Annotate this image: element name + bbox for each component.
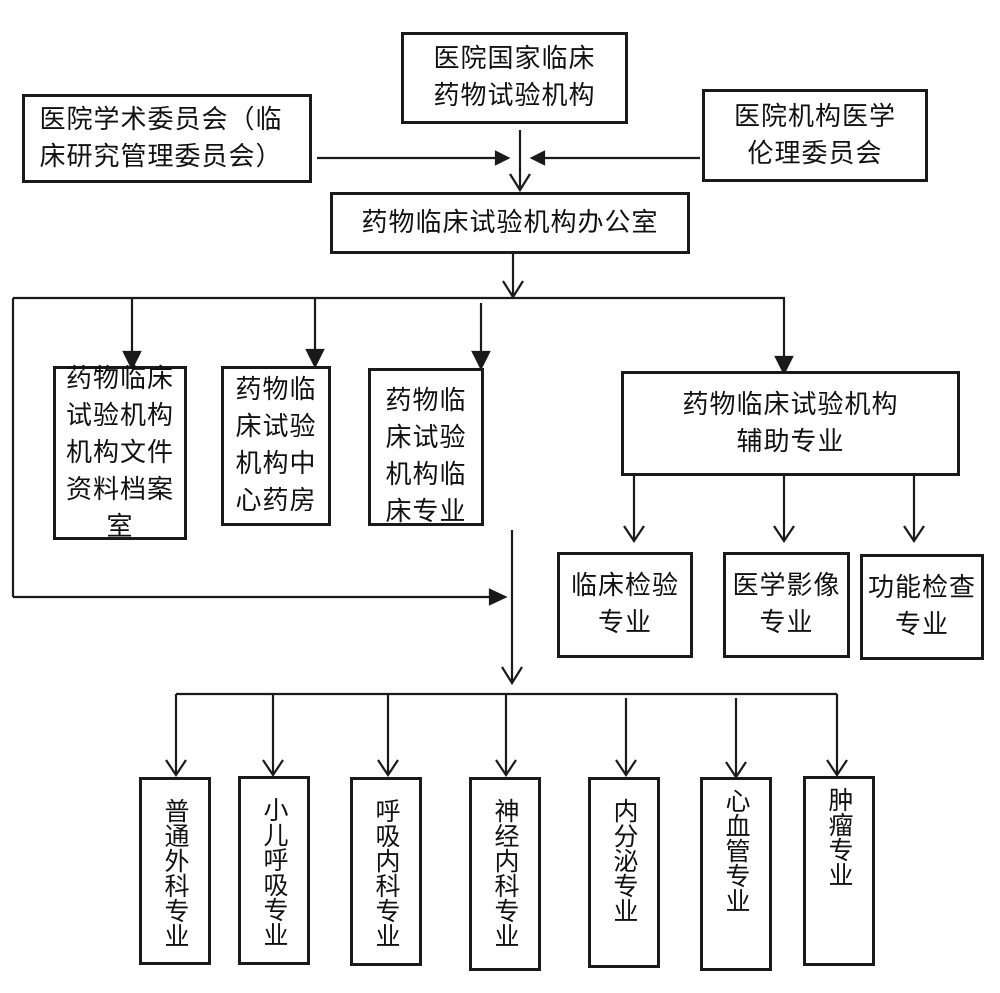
auxiliary-label-lab: 临床检验专业 (570, 571, 679, 638)
arrowhead-archive (122, 350, 142, 371)
specialty-label-neurology: 神经内科专业 (491, 798, 520, 948)
office-label: 药物临床试验机构办公室 (361, 207, 659, 238)
auxiliary-box-lab: 临床检验专业 (557, 552, 693, 658)
arrowhead-pharmacy (305, 348, 325, 369)
department-label-clinical: 药物临床试验机构临床专业 (385, 386, 467, 527)
arrowhead-respiratory (377, 759, 399, 777)
arrowhead-surgery (165, 759, 187, 777)
arrowhead-auxiliary (774, 355, 794, 376)
arrowhead-lab (623, 525, 645, 543)
arrowhead-endocrine (615, 759, 637, 777)
arrowhead-academic (494, 150, 511, 166)
department-label-auxiliary: 药物临床试验机构辅助专业 (682, 389, 899, 457)
specialty-label-surgery: 普通外科专业 (161, 798, 190, 948)
academic-committee-box: 医院学术委员会（临床研究管理委员会） (22, 94, 312, 183)
arrowhead-clinical (471, 350, 491, 371)
arrowhead-function (903, 525, 925, 543)
arrowhead-clinical-bus (501, 666, 523, 686)
arrowhead-neurology (495, 759, 517, 777)
arrowhead-national-office (509, 173, 531, 193)
arrowhead-imaging (773, 525, 795, 543)
auxiliary-label-function: 功能检查专业 (867, 573, 976, 640)
department-label-pharmacy: 药物临床试验机构中心药房 (235, 375, 317, 516)
department-box-auxiliary: 药物临床试验机构辅助专业 (621, 371, 960, 476)
specialty-label-cardio: 心血管专业 (722, 788, 751, 913)
arrowhead-oncology (826, 759, 848, 777)
arrowhead-ethics (529, 150, 546, 166)
specialty-box-endocrine: 内分泌专业 (588, 777, 660, 968)
specialty-box-surgery: 普通外科专业 (139, 777, 211, 965)
ethics-committee-box: 医院机构医学伦理委员会 (702, 89, 928, 182)
academic-committee-label: 医院学术委员会（临床研究管理委员会） (39, 104, 283, 172)
specialty-box-pediatric-resp: 小儿呼吸专业 (238, 776, 310, 965)
specialty-label-endocrine: 内分泌专业 (610, 798, 639, 923)
specialty-label-respiratory: 呼吸内科专业 (372, 798, 401, 948)
auxiliary-box-function: 功能检查专业 (860, 554, 984, 660)
specialty-label-oncology: 肿瘤专业 (825, 787, 854, 887)
national-institution-label: 医院国家临床药物试验机构 (433, 44, 596, 111)
specialty-box-oncology: 肿瘤专业 (803, 776, 875, 966)
specialty-label-pediatric-resp: 小儿呼吸专业 (260, 797, 289, 947)
national-institution-box: 医院国家临床药物试验机构 (401, 32, 628, 124)
auxiliary-label-imaging: 医学影像专业 (732, 571, 841, 638)
department-box-clinical: 药物临床试验机构临床专业 (368, 368, 484, 527)
specialty-box-neurology: 神经内科专业 (469, 777, 541, 971)
department-box-pharmacy: 药物临床试验机构中心药房 (221, 366, 331, 526)
auxiliary-box-imaging: 医学影像专业 (723, 552, 850, 658)
department-box-archive: 药物临床试验机构机构文件资料档案室 (53, 364, 187, 542)
department-label-archive: 药物临床试验机构机构文件资料档案室 (65, 363, 174, 542)
specialty-box-cardio: 心血管专业 (700, 777, 772, 971)
office-box: 药物临床试验机构办公室 (330, 192, 690, 254)
arrowhead-pediatric-resp (262, 759, 284, 777)
specialty-box-respiratory: 呼吸内科专业 (350, 777, 422, 966)
arrowhead-loop (488, 588, 508, 606)
ethics-committee-label: 医院机构医学伦理委员会 (733, 101, 896, 169)
